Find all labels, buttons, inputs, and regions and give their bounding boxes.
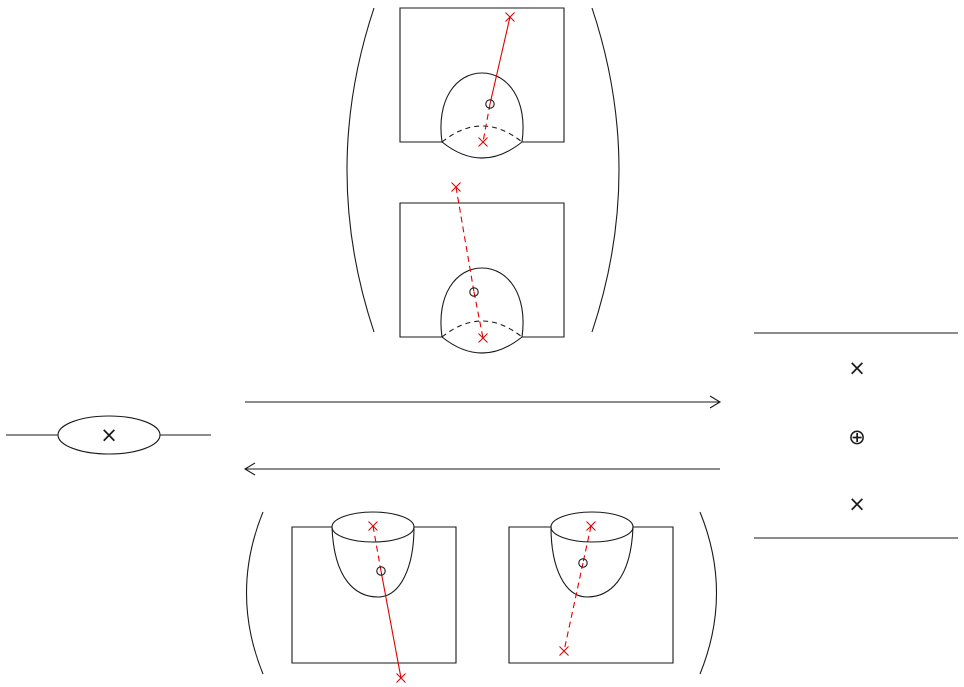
red-cross-marker bbox=[558, 645, 570, 657]
left-object: × bbox=[6, 415, 211, 455]
top-left-paren bbox=[346, 7, 375, 333]
dashed-arc bbox=[473, 291, 484, 339]
dome-base-front bbox=[441, 336, 523, 354]
bottom-left-paren bbox=[245, 511, 264, 675]
backward-arrow bbox=[243, 462, 720, 476]
top-group bbox=[346, 7, 620, 354]
red-cross-marker bbox=[367, 520, 379, 532]
dashed-arc bbox=[372, 525, 382, 572]
top-right-paren bbox=[591, 7, 620, 333]
open-circle-marker bbox=[469, 287, 479, 297]
dashed-arc bbox=[482, 103, 491, 143]
dashed-arc bbox=[582, 525, 592, 564]
right-cross-symbol-bottom: × bbox=[848, 492, 866, 516]
right-cross-symbol-top: × bbox=[848, 356, 866, 380]
bottom-panel-2 bbox=[508, 511, 674, 664]
bottom-panel-1 bbox=[291, 511, 457, 684]
forward-arrow bbox=[245, 395, 722, 409]
cup-surface bbox=[550, 526, 634, 598]
right-object: × ⊕ × bbox=[754, 332, 958, 539]
red-cross-marker bbox=[477, 136, 489, 148]
top-panel-2 bbox=[399, 181, 565, 354]
left-cross-symbol: × bbox=[100, 423, 118, 447]
dome-surface bbox=[440, 267, 524, 338]
oplus-symbol: ⊕ bbox=[848, 425, 866, 449]
solid-arc bbox=[380, 570, 402, 679]
open-circle-marker bbox=[578, 558, 588, 568]
red-cross-marker bbox=[585, 520, 597, 532]
bottom-right-paren bbox=[699, 511, 718, 675]
left-ellipse bbox=[57, 415, 161, 455]
red-cross-marker bbox=[504, 11, 516, 23]
open-circle-marker bbox=[485, 99, 495, 109]
cup-surface bbox=[331, 526, 415, 598]
bottom-group bbox=[245, 511, 718, 684]
dome-surface bbox=[440, 72, 524, 143]
dashed-arc bbox=[563, 562, 584, 652]
dome-base-back bbox=[441, 125, 523, 143]
red-cross-marker bbox=[395, 672, 407, 684]
open-circle-marker bbox=[376, 566, 386, 576]
dome-base-front bbox=[441, 141, 523, 159]
top-panel-1 bbox=[399, 7, 565, 159]
red-cross-marker bbox=[477, 332, 489, 344]
dashed-arc bbox=[455, 186, 475, 293]
solid-arc bbox=[489, 16, 511, 105]
dome-base-back bbox=[441, 320, 523, 338]
